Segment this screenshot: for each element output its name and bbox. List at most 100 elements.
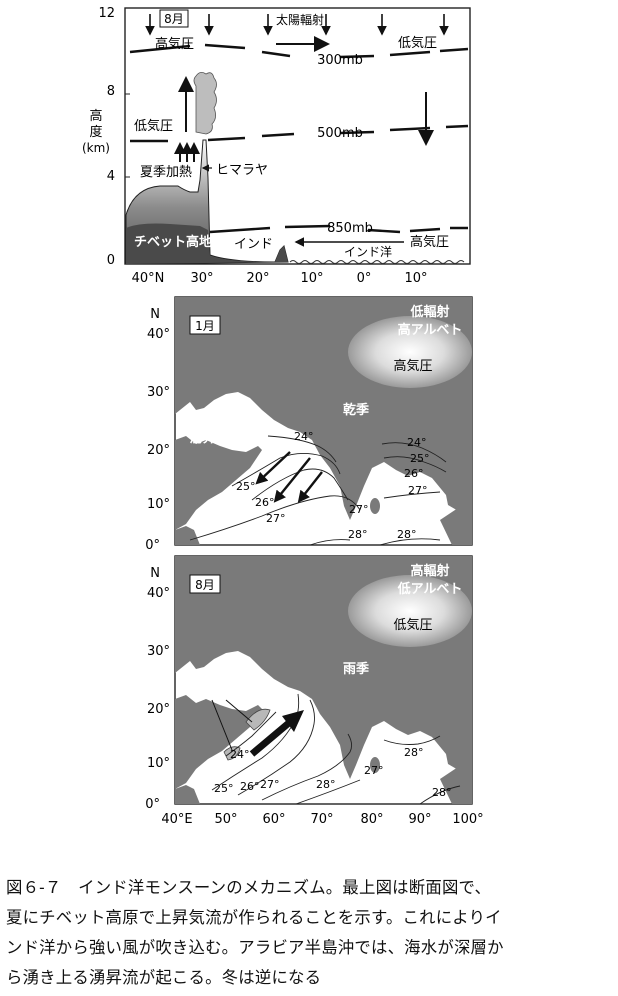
aug-x-tick-60: 60° [262,812,285,827]
tibet-dark-base [126,223,288,264]
jan-y-tick-40: 40° [147,327,170,342]
month-box-aug-section [159,9,189,28]
isotherm-26-aug [237,699,315,796]
label-himalaya: ヒマラヤ [216,163,268,178]
isobar-500mb [130,124,469,143]
label-low-left: 低気圧 [134,118,173,134]
label-high-bottom-right: 高気圧 [410,234,449,250]
label-500mb: 500mb [317,126,363,141]
upwelling-patch-somalia [223,746,241,761]
x-tick-10-south: 10° [404,271,427,286]
jan-iso-25a: 25° [236,480,256,493]
isotherm-25b-jan [383,456,447,473]
aug-y-tick-N: N [150,566,160,581]
y-axis-title-3: (km) [82,141,110,155]
aug-upwelling-label: 湧昇流発達 [193,684,258,700]
aug-y-tick-40: 40° [147,586,170,601]
africa-horn-aug [175,785,200,804]
convective-cloud [193,72,217,135]
jan-y-tick-20: 20° [147,443,170,458]
month-box-aug-map [189,574,221,594]
aug-x-tick-100: 100° [452,812,483,827]
sri-lanka-aug [370,757,380,773]
x-tick-20: 20° [246,271,269,286]
isotherm-24b-jan [381,442,447,463]
jan-iso-27b: 27° [349,503,369,516]
caption-line-2: 夏にチベット高原で上昇気流が作られることを示す。これによりイ [6,908,502,927]
aug-x-tick-70: 70° [310,812,333,827]
label-india-section: インド [234,237,273,252]
label-summer-heating: 夏季加熱 [140,165,192,180]
y-tick-8: 8 [107,84,115,99]
jan-upwelling-label: 湧昇流なし [189,430,254,446]
jan-radiation-1: 低輻射 [409,304,449,320]
aug-iso-28c: 28° [432,786,452,799]
jan-iso-27a: 27° [266,512,286,525]
isotherm-28-aug [295,735,461,804]
y-axis-title-1: 高 [89,108,102,124]
x-tick-30: 30° [190,271,213,286]
aug-iso-26: 26° [240,780,260,793]
map-august-panel: N 40° 30° 20° 10° 0° 40°E 50° 60° 70° 80… [145,555,484,827]
isobar-850mb [209,224,468,234]
africa-horn-jan [175,526,200,545]
arabia-landmass-jan [175,436,262,530]
figure-caption: 図６-７ インド洋モンスーンのメカニズム。最上図は断面図で、 夏にチベット高原で… [6,873,612,993]
jan-iso-26a: 26° [255,496,275,509]
sumatra-jan [440,508,472,545]
isotherm-27-jan [189,491,441,541]
sri-lanka-jan [370,498,380,514]
label-high-right: 低気圧 [398,35,437,51]
label-high-left: 高気圧 [155,36,194,52]
aug-radiation-1: 高輻射 [410,563,449,579]
label-tibet: チベット高地 [134,234,212,250]
low-pressure-zone-aug [348,575,472,647]
aug-iso-28b: 28° [404,746,424,759]
jan-y-tick-10: 10° [147,497,170,512]
isotherm-27-aug [261,733,353,801]
y-tick-12: 12 [98,6,115,21]
aug-iso-27b: 27° [364,764,384,777]
caption-line-3: ンド洋から強い風が吹き込む。アラビア半島沖では、海水が深層か [6,938,504,957]
caption-line-1: 図６-７ インド洋モンスーンのメカニズム。最上図は断面図で、 [6,878,492,897]
aug-season-label: 雨季 [343,661,369,677]
month-label-jan: 1月 [195,319,215,333]
aug-y-tick-10: 10° [147,756,170,771]
caption-line-4: ら湧き上る湧昇流が起こる。冬は逆になる [6,968,322,987]
isotherm-24-aug [225,711,277,757]
jan-pressure-label: 高気圧 [393,358,432,374]
label-850mb: 850mb [327,221,373,236]
isotherm-28-jan [309,538,441,545]
isobar-300mb [129,43,469,59]
aug-x-tick-90: 90° [408,812,431,827]
upwelling-patch-oman [245,708,271,731]
x-tick-10: 10° [300,271,323,286]
y-tick-0: 0 [107,253,115,268]
aug-y-tick-30: 30° [147,644,170,659]
aug-x-tick-40E: 40°E [161,812,192,827]
month-label-aug: 8月 [195,578,215,592]
aug-iso-24: 24° [230,748,250,761]
isotherm-25-aug [211,693,300,791]
aug-iso-25: 25° [214,782,234,795]
aug-radiation-2: 低アルベト [397,581,463,597]
monsoon-figure: 12 8 4 0 高 度 (km) 40°N 30° 20° 10° 0° 10… [82,6,484,827]
jan-iso-24b: 24° [407,436,427,449]
jan-season-label: 乾季 [343,402,369,418]
sw-monsoon-arrow [249,719,293,757]
aug-y-tick-20: 20° [147,702,170,717]
aug-pressure-label: 低気圧 [393,617,432,633]
jan-iso-24a: 24° [294,430,314,443]
aug-iso-27a: 27° [260,778,280,791]
high-pressure-zone-jan [348,316,472,388]
month-label-section: 8月 [164,12,184,26]
x-tick-0: 0° [357,271,372,286]
isotherm-26-jan [251,468,349,501]
label-solar: 太陽輻射 [276,12,324,27]
sumatra-aug [440,767,472,804]
map-january-panel: N 40° 30° 20° 10° 0° 1月 低輻射 高アルベト 高気圧 乾季… [145,296,473,553]
arabia-landmass-aug [175,695,262,789]
aug-y-tick-0: 0° [145,797,160,812]
cross-section-panel: 12 8 4 0 高 度 (km) 40°N 30° 20° 10° 0° 10… [82,6,471,286]
ocean-surface [289,260,465,264]
